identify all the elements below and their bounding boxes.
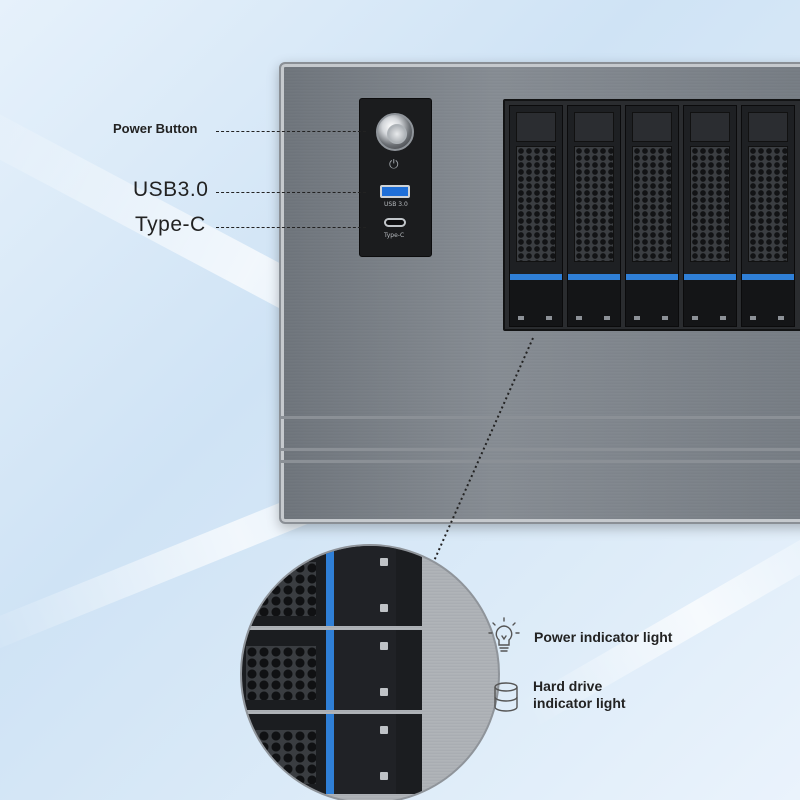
zoom-drive-bay <box>242 714 422 794</box>
power-button-leader <box>216 131 366 132</box>
drive-led <box>778 316 784 320</box>
hdd-indicator-label-line1: Hard drive <box>533 678 603 694</box>
drive-bay-stripe <box>510 274 562 280</box>
drive-bay-vent <box>632 146 672 262</box>
drive-led <box>634 316 640 320</box>
drive-bay-vent <box>574 146 614 262</box>
power-icon: ⏻ <box>389 157 399 171</box>
power-button[interactable] <box>376 113 414 151</box>
drive-led <box>692 316 698 320</box>
drive-bay-vent <box>748 146 788 262</box>
drive-bay[interactable] <box>683 105 737 327</box>
hdd-indicator-led <box>380 772 388 780</box>
zoom-drive-bay <box>242 546 422 626</box>
drive-bay[interactable] <box>567 105 621 327</box>
drive-led <box>576 316 582 320</box>
drive-bay-latch <box>632 112 672 142</box>
usb-label: USB3.0 <box>133 178 209 201</box>
usb-leader <box>216 192 366 193</box>
zoom-drive-vent <box>246 730 316 784</box>
lightbulb-icon <box>488 617 520 652</box>
hdd-indicator-led <box>380 604 388 612</box>
zoom-drive-vent <box>246 646 316 700</box>
zoom-detail-circle <box>240 544 500 800</box>
chassis-rail <box>281 416 800 419</box>
hdd-indicator-label-line2: indicator light <box>533 695 626 711</box>
front-io-panel: ⏻ USB 3.0 Type-C <box>359 98 432 257</box>
typec-label: Type-C <box>135 213 206 236</box>
drive-led <box>604 316 610 320</box>
zoom-drive-stripe <box>326 630 334 710</box>
database-icon <box>494 682 518 712</box>
power-indicator-led <box>380 642 388 650</box>
typec-port-label: Type-C <box>384 232 405 239</box>
drive-bay-vent <box>690 146 730 262</box>
power-indicator-label: Power indicator light <box>534 629 673 645</box>
chassis-rail <box>281 460 800 463</box>
drive-led <box>518 316 524 320</box>
zoom-drive-stripe <box>326 714 334 794</box>
drive-bay-stripe <box>568 274 620 280</box>
drive-bay-vent <box>516 146 556 262</box>
drive-bay-latch <box>574 112 614 142</box>
drive-bay-latch <box>690 112 730 142</box>
drive-bay-stripe <box>626 274 678 280</box>
drive-bay-stripe <box>684 274 736 280</box>
zoom-drive-vent <box>246 562 316 616</box>
power-indicator-led <box>380 558 388 566</box>
typec-leader <box>216 227 366 228</box>
power-button-label: Power Button <box>113 121 198 136</box>
drive-bay-frame <box>503 99 800 331</box>
drive-bay-stripe <box>742 274 794 280</box>
hdd-indicator-led <box>380 688 388 696</box>
drive-led <box>546 316 552 320</box>
typec-port[interactable] <box>384 218 406 227</box>
usb-port-label: USB 3.0 <box>384 201 408 208</box>
drive-led <box>662 316 668 320</box>
zoom-drive-bay <box>242 630 422 710</box>
zoom-drive-stripe <box>326 546 334 626</box>
usb-port[interactable] <box>380 185 410 198</box>
drive-bay-latch <box>516 112 556 142</box>
drive-bay[interactable] <box>509 105 563 327</box>
server-chassis: ⏻ USB 3.0 Type-C <box>279 62 800 524</box>
drive-led <box>750 316 756 320</box>
chassis-rail <box>281 448 800 451</box>
drive-bay[interactable] <box>625 105 679 327</box>
drive-led <box>720 316 726 320</box>
drive-bay[interactable] <box>741 105 795 327</box>
power-indicator-led <box>380 726 388 734</box>
drive-bay-latch <box>748 112 788 142</box>
